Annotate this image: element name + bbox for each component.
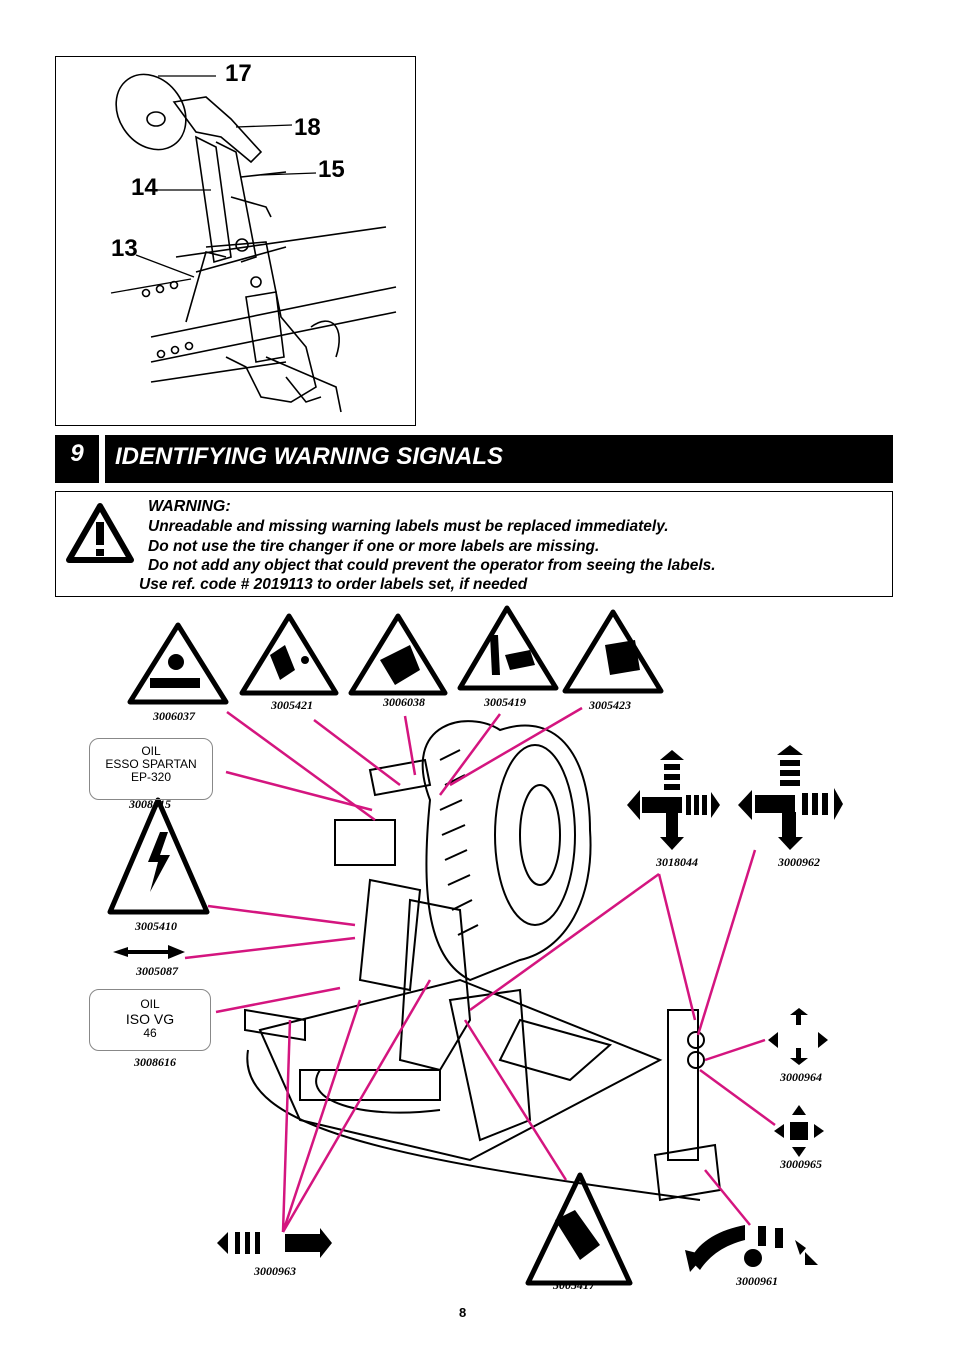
callout-15: 15 bbox=[318, 156, 345, 183]
bead-breaker-drawing bbox=[110, 73, 397, 413]
page-number: 8 bbox=[459, 1305, 467, 1320]
code-3005087: 3005087 bbox=[136, 964, 178, 978]
warning-line-3: Do not add any object that could prevent… bbox=[148, 557, 716, 574]
section-title: IDENTIFYING WARNING SIGNALS bbox=[115, 443, 504, 470]
callout-14: 14 bbox=[131, 174, 158, 201]
oil1-line1: OIL bbox=[141, 744, 161, 758]
oil1-line2: ESSO SPARTAN bbox=[105, 757, 197, 771]
oil1-line3: EP-320 bbox=[130, 770, 172, 784]
code-3018044: 3018044 bbox=[656, 855, 698, 869]
figure-d: 17 18 15 14 13 D bbox=[55, 56, 462, 476]
oil2-line2: ISO VG bbox=[125, 1011, 175, 1027]
callout-18: 18 bbox=[294, 114, 321, 141]
oil2-line3: 46 bbox=[143, 1026, 157, 1040]
warning-line-2: Do not use the tire changer if one or mo… bbox=[148, 538, 600, 555]
warning-triangle-icon bbox=[66, 503, 134, 563]
warning-line-4: Use ref. code # 2019113 to order labels … bbox=[139, 576, 528, 593]
oil-label-iso: OIL ISO VG 46 bbox=[89, 989, 211, 1051]
section-title-bar: IDENTIFYING WARNING SIGNALS bbox=[105, 435, 893, 483]
code-3000961: 3000961 bbox=[736, 1274, 778, 1288]
warning-line-1: Unreadable and missing warning labels mu… bbox=[148, 518, 669, 535]
oil-label-esso: OIL ESSO SPARTAN EP-320 bbox=[89, 738, 213, 800]
code-3005419: 3005419 bbox=[484, 695, 526, 709]
oil2-line1: OIL bbox=[140, 997, 160, 1011]
code-3000965: 3000965 bbox=[780, 1157, 822, 1171]
section-number: 9 bbox=[55, 435, 99, 483]
code-3000962: 3000962 bbox=[778, 855, 820, 869]
code-3000964: 3000964 bbox=[780, 1070, 822, 1084]
code-3005417: 3005417 bbox=[553, 1278, 595, 1292]
callout-13: 13 bbox=[111, 235, 138, 262]
code-3000963: 3000963 bbox=[254, 1264, 296, 1278]
callout-17: 17 bbox=[225, 60, 252, 87]
tire-changer-illustration bbox=[107, 605, 843, 1286]
code-3006038: 3006038 bbox=[383, 695, 425, 709]
code-3005410: 3005410 bbox=[135, 919, 177, 933]
code-3008616: 3008616 bbox=[134, 1055, 176, 1069]
code-3008615: 3008615 bbox=[129, 797, 171, 811]
code-3005423: 3005423 bbox=[589, 698, 631, 712]
warning-box: WARNING: Unreadable and missing warning … bbox=[55, 491, 893, 597]
warning-heading: WARNING: bbox=[148, 498, 231, 515]
code-3005421: 3005421 bbox=[271, 698, 313, 712]
code-3006037: 3006037 bbox=[153, 709, 195, 723]
